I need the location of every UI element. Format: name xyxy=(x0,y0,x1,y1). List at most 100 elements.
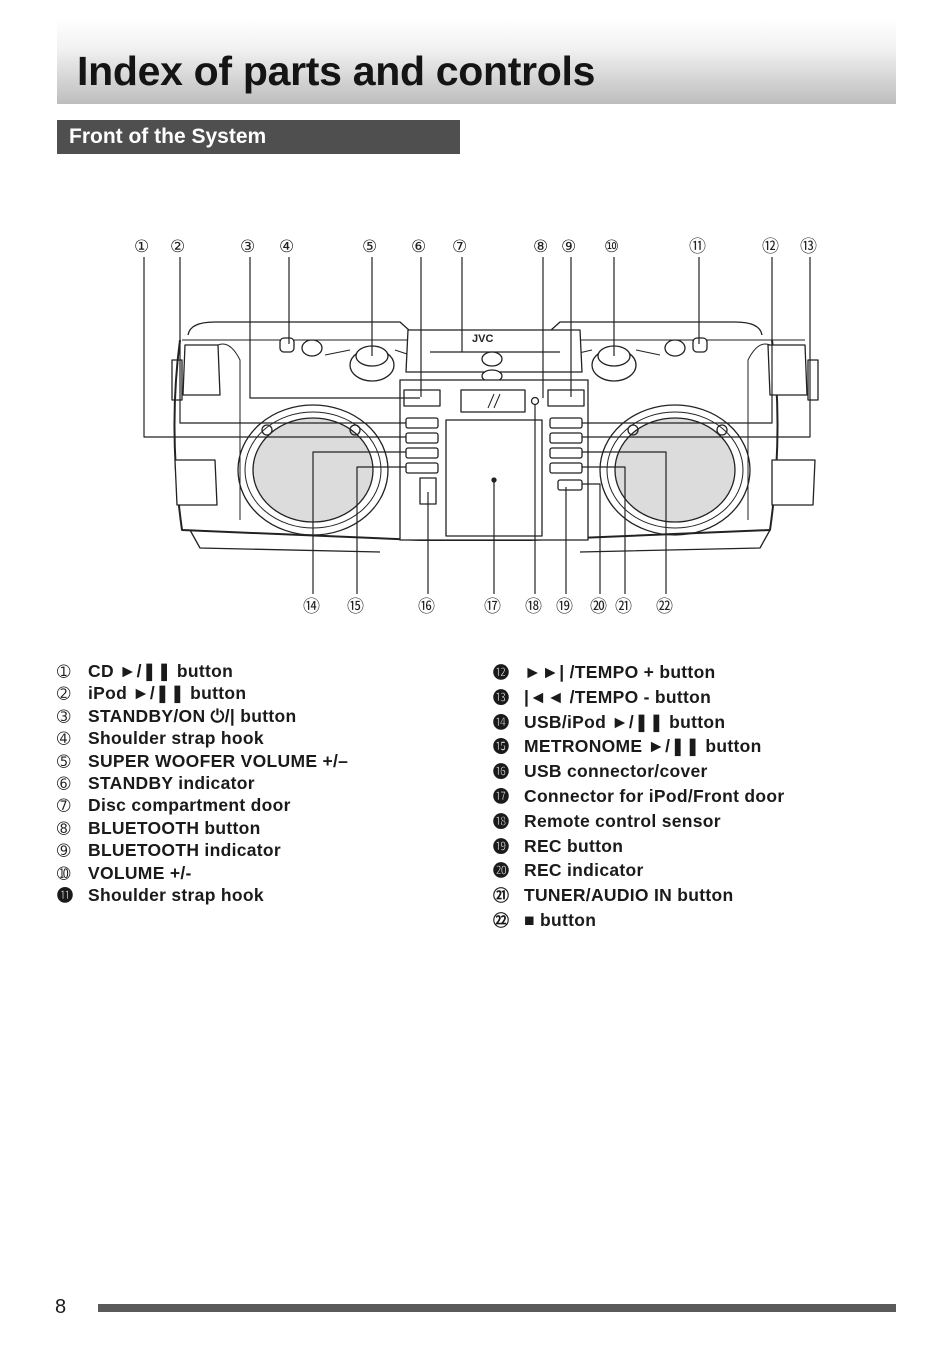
title-bar: Index of parts and controls xyxy=(57,18,896,104)
item-number: ⓮ xyxy=(493,712,510,732)
item-number: ⓭ xyxy=(493,687,510,707)
item-label: VOLUME +/- xyxy=(88,862,192,883)
list-item: ⓯ METRONOME ►/❚❚ button xyxy=(493,734,903,759)
callout-10: ⑩ xyxy=(604,237,619,257)
callout-8: ⑧ xyxy=(533,237,548,257)
page-number: 8 xyxy=(55,1296,67,1318)
callout-5: ⑤ xyxy=(362,237,377,257)
list-item: ➂ STANDBY/ON ⏻/| button xyxy=(57,705,467,727)
item-number: ➅ xyxy=(57,773,71,793)
callout-lines xyxy=(143,257,811,594)
list-item: ➀ CD ►/❚❚ button xyxy=(57,660,467,682)
item-label: Shoulder strap hook xyxy=(88,728,264,749)
parts-list-left: ➀ CD ►/❚❚ button ➁ iPod ►/❚❚ button ➂ STAND… xyxy=(57,660,467,906)
callout-7: ⑦ xyxy=(452,237,467,257)
item-label: ►►| /TEMPO + button xyxy=(524,662,716,682)
callout-22: ㉒ xyxy=(656,597,673,617)
list-item: ➆ Disc compartment door xyxy=(57,794,467,816)
item-label: |◄◄ /TEMPO - button xyxy=(524,686,712,707)
callout-19: ⑲ xyxy=(556,597,573,617)
callout-12: ⑫ xyxy=(762,237,779,257)
item-number: ➆ xyxy=(57,796,71,816)
list-item: ➉ VOLUME +/- xyxy=(57,862,467,884)
list-item: ⓲ Remote control sensor xyxy=(493,809,903,834)
boombox-illustration: JVC xyxy=(171,321,819,553)
callout-13: ⑬ xyxy=(800,237,817,257)
item-number: ⓯ xyxy=(493,737,510,757)
section-title: Front of the System xyxy=(69,125,267,148)
list-item: ➃ Shoulder strap hook xyxy=(57,727,467,749)
brand-logo: JVC xyxy=(472,333,493,345)
item-label: SUPER WOOFER VOLUME +/– xyxy=(88,750,349,771)
item-number: ➄ xyxy=(57,751,71,771)
item-number: ⓴ xyxy=(493,861,510,881)
callout-18: ⑱ xyxy=(525,597,542,617)
callout-6: ⑥ xyxy=(411,237,426,257)
list-item: ㉒ ■ button xyxy=(493,908,903,933)
list-item: ⓱ Connector for iPod/Front door xyxy=(493,784,903,809)
callout-21: ㉑ xyxy=(615,597,632,617)
callout-11: ⑪ xyxy=(689,237,706,257)
callout-16: ⑯ xyxy=(418,597,435,617)
list-item: ⓳ REC button xyxy=(493,834,903,859)
item-label: iPod ►/❚❚ button xyxy=(88,683,247,704)
item-label: REC button xyxy=(524,835,624,856)
item-label: METRONOME ►/❚❚ button xyxy=(524,736,762,757)
callout-14: ⑭ xyxy=(303,597,320,617)
footer-rule xyxy=(98,1304,896,1312)
list-item: ⓮ USB/iPod ►/❚❚ button xyxy=(493,710,903,735)
callout-17: ⑰ xyxy=(484,597,501,617)
item-number: ➉ xyxy=(57,863,71,883)
item-number: ⓰ xyxy=(493,762,510,782)
item-label: BLUETOOTH indicator xyxy=(88,840,282,861)
list-item: ⓭ |◄◄ /TEMPO - button xyxy=(493,685,903,710)
list-item: ➈ BLUETOOTH indicator xyxy=(57,839,467,861)
parts-list-right: ⓬ ►►| /TEMPO + button ⓭ |◄◄ /TEMPO - butto… xyxy=(493,660,903,933)
item-label: ■ button xyxy=(524,909,597,930)
item-number: ⓳ xyxy=(493,836,510,856)
list-item: ➄ SUPER WOOFER VOLUME +/– xyxy=(57,750,467,772)
item-label: TUNER/AUDIO IN button xyxy=(524,885,734,906)
item-label: Disc compartment door xyxy=(88,795,291,816)
item-label: Connector for iPod/Front door xyxy=(524,785,785,806)
list-item: ⓫ Shoulder strap hook xyxy=(57,884,467,906)
item-number: ➇ xyxy=(57,818,71,838)
list-item: ⓰ USB connector/cover xyxy=(493,759,903,784)
list-item: ⓴ REC indicator xyxy=(493,858,903,883)
item-label: Shoulder strap hook xyxy=(88,884,264,905)
section-header: Front of the System xyxy=(57,120,460,154)
item-number: ➀ xyxy=(57,662,71,681)
item-label: STANDBY/ON ⏻/| button xyxy=(88,705,297,726)
item-number: ➂ xyxy=(57,706,71,726)
list-item: ➁ iPod ►/❚❚ button xyxy=(57,682,467,704)
item-number: ⓱ xyxy=(493,786,510,806)
item-label: Remote control sensor xyxy=(524,810,721,831)
callout-3: ③ xyxy=(240,237,255,257)
item-number: ➃ xyxy=(57,729,71,749)
item-number: ➈ xyxy=(57,841,71,861)
callout-15: ⑮ xyxy=(347,597,364,617)
item-number: ⓲ xyxy=(493,811,510,831)
page-title: Index of parts and controls xyxy=(77,48,596,94)
callout-numbers: ① ② ③ ④ ⑤ ⑥ ⑦ ⑧ ⑨ ⑩ ⑪ ⑫ ⑬ ⑭ ⑮ ⑯ ⑰ ⑱ ⑲ ⑳ … xyxy=(134,237,817,617)
item-number: ⓬ xyxy=(493,663,510,682)
system-front-diagram: JVC xyxy=(134,237,819,617)
item-number: ㉑ xyxy=(493,886,510,906)
callout-4: ④ xyxy=(279,237,294,257)
callout-1: ① xyxy=(134,237,149,257)
item-label: REC indicator xyxy=(524,860,644,881)
item-label: USB connector/cover xyxy=(524,761,708,782)
item-label: STANDBY indicator xyxy=(88,772,255,793)
list-item: ➅ STANDBY indicator xyxy=(57,772,467,794)
list-item: ⓬ ►►| /TEMPO + button xyxy=(493,660,903,685)
item-label: USB/iPod ►/❚❚ button xyxy=(524,711,726,732)
callout-2: ② xyxy=(170,237,185,257)
callout-9: ⑨ xyxy=(561,237,576,257)
item-label: CD ►/❚❚ button xyxy=(88,661,234,681)
item-number: ⓫ xyxy=(57,885,74,905)
list-item: ㉑ TUNER/AUDIO IN button xyxy=(493,883,903,908)
callout-20: ⑳ xyxy=(590,597,607,617)
item-number: ➁ xyxy=(57,684,71,704)
item-number: ㉒ xyxy=(493,910,510,930)
